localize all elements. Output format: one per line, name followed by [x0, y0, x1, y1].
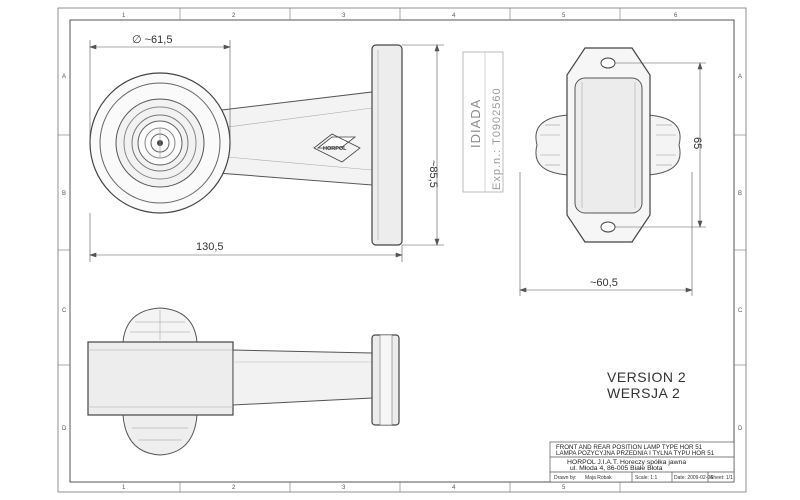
title-polish: LAMPA POZYCYJNA PRZEDNIA I TYLNA TYPU HO…	[556, 450, 715, 457]
drawn-by-label: Drawn by:	[554, 475, 577, 481]
zone-col-5-top: 5	[562, 13, 566, 19]
side-height-label: 65	[691, 137, 703, 149]
version-pl: WERSJA 2	[607, 385, 680, 401]
scale-field: Scale: 1:1	[635, 475, 657, 481]
drawn-by-name: Maja Robak	[585, 475, 612, 481]
idiada-stamp: IDIADA Exp.n.: T0902560	[462, 51, 504, 193]
logo-text: HORPOL	[323, 146, 347, 152]
stamp-code: Exp.n.: T0902560	[491, 87, 503, 190]
height-dimension	[402, 44, 444, 246]
company-address: ul. Młoda 4, 86-005 Białe Błota	[570, 465, 663, 472]
zone-col-4-top: 4	[452, 13, 456, 19]
horpol-logo: HORPOL	[313, 133, 361, 163]
zone-row-a-left: A	[62, 74, 66, 80]
height-label: ~85,5	[427, 160, 439, 188]
zone-row-b-right: B	[738, 191, 742, 197]
zone-col-3-top: 3	[342, 13, 346, 19]
version-en: VERSION 2	[607, 369, 686, 385]
zone-col-2-top: 2	[232, 13, 236, 19]
title-english: FRONT AND REAR POSITION LAMP TYPE HOR 51	[556, 444, 703, 451]
side-width-label: ~60,5	[590, 277, 618, 289]
zone-ticks	[58, 8, 746, 492]
date-field: Date: 2009-02-04	[674, 475, 713, 481]
zone-col-1-bottom: 1	[122, 485, 126, 491]
front-view	[89, 44, 403, 246]
top-view	[87, 307, 400, 456]
company-name: HORPOL J.I.A.T. Horeczy spółka jawna	[567, 459, 686, 466]
sheet-field: Sheet: 1/1	[710, 475, 733, 481]
stamp-brand: IDIADA	[468, 99, 483, 148]
zone-row-b-left: B	[62, 191, 66, 197]
side-height-dimension	[615, 62, 706, 228]
inner-frame	[69, 19, 735, 483]
length-label: 130,5	[196, 241, 224, 253]
zone-col-6-top: 6	[674, 13, 678, 19]
diameter-dimension	[89, 40, 231, 143]
zone-row-a-right: A	[738, 74, 742, 80]
zone-col-4-bottom: 4	[452, 485, 456, 491]
side-view	[535, 47, 681, 243]
zone-row-c-left: C	[62, 308, 67, 314]
zone-col-5-bottom: 5	[562, 485, 566, 491]
zone-col-2-bottom: 2	[232, 485, 236, 491]
title-block	[549, 441, 735, 483]
zone-col-1-top: 1	[122, 13, 126, 19]
zone-row-d-right: D	[738, 426, 743, 432]
zone-row-d-left: D	[62, 426, 67, 432]
length-dimension	[89, 213, 403, 262]
diameter-label: ∅ ~61,5	[132, 34, 172, 46]
zone-col-3-bottom: 3	[342, 485, 346, 491]
side-width-dimension	[519, 172, 693, 296]
zone-row-c-right: C	[738, 308, 743, 314]
